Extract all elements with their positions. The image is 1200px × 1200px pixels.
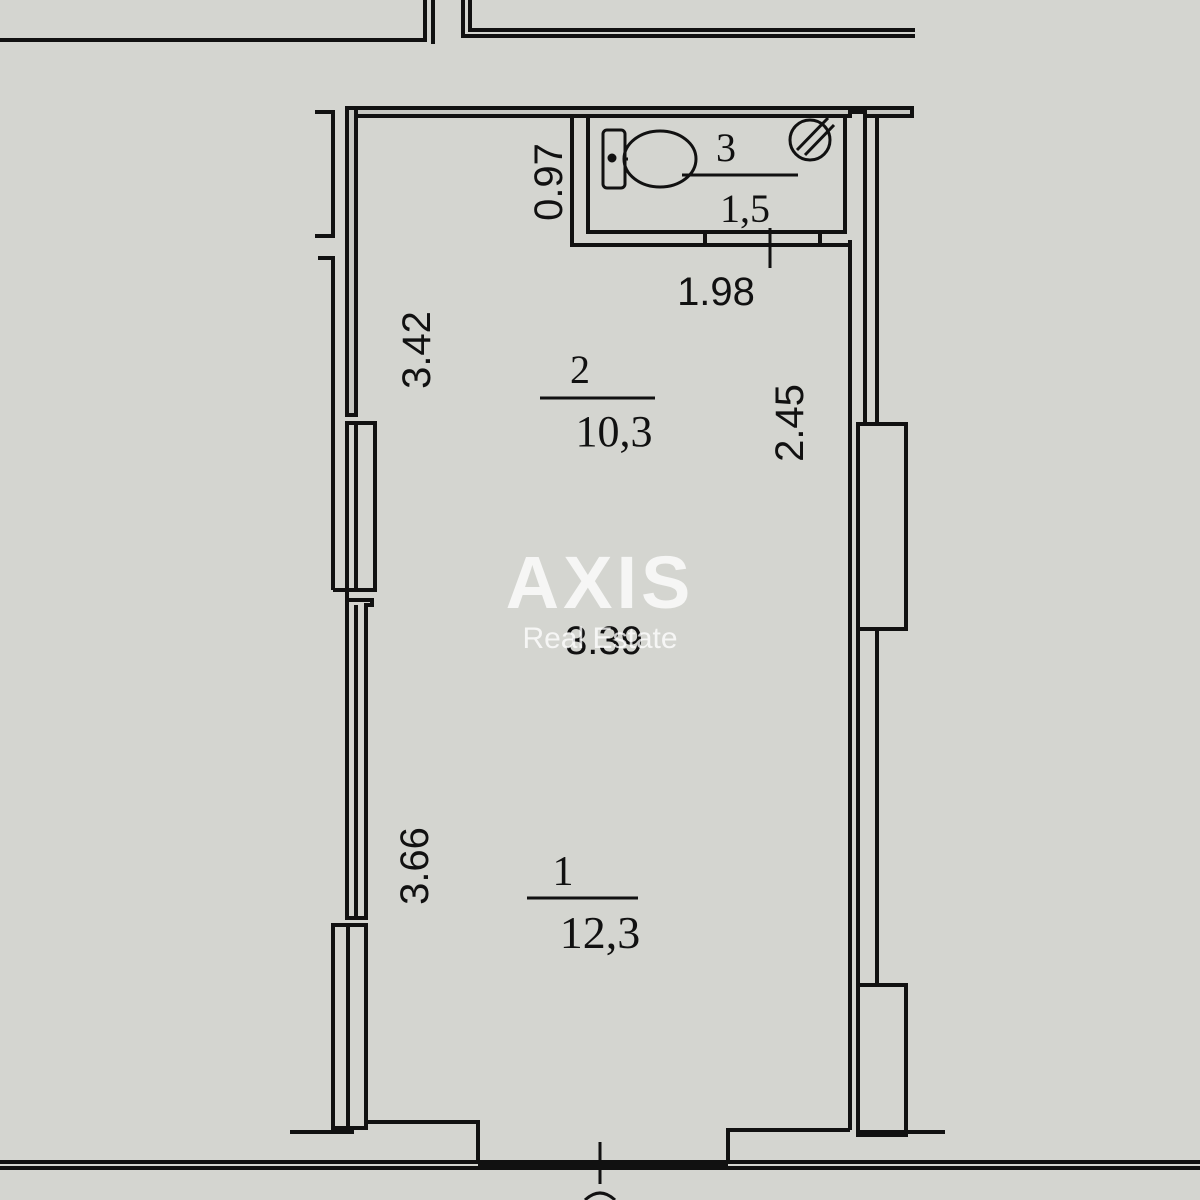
- dim-left-lower: 3.66: [393, 827, 437, 905]
- bathroom: [570, 116, 850, 268]
- dim-bathroom-height: 0.97: [527, 143, 571, 221]
- room-1-number: 1: [553, 849, 574, 895]
- dim-left-upper: 3.42: [395, 311, 439, 389]
- fraction-lines: [527, 173, 798, 900]
- left-wall-middle: [345, 598, 374, 920]
- neighbor-walls-top: [0, 0, 915, 44]
- room-3-number: 3: [716, 125, 736, 170]
- left-window: [345, 421, 377, 592]
- dim-right-upper: 2.45: [768, 384, 812, 462]
- top-wall: [345, 106, 914, 118]
- room-1-area: 12,3: [560, 907, 641, 958]
- dim-bathroom-width: 1.98: [677, 270, 755, 314]
- room-2-area: 10,3: [576, 407, 653, 456]
- left-wall-upper: [345, 106, 358, 417]
- exterior-wall-bottom: [0, 1142, 1200, 1200]
- watermark-brand: AXIS: [506, 541, 695, 624]
- right-window: [856, 422, 908, 631]
- toilet-icon: [601, 128, 698, 190]
- room-3-area: 1,5: [720, 186, 770, 231]
- watermark-tagline: Real Estate: [522, 622, 677, 655]
- floor-drain-icon: [788, 116, 836, 162]
- dim-width-middle: 3.39: [565, 619, 643, 663]
- room-2-number: 2: [570, 347, 590, 392]
- room-walls: [290, 106, 945, 1162]
